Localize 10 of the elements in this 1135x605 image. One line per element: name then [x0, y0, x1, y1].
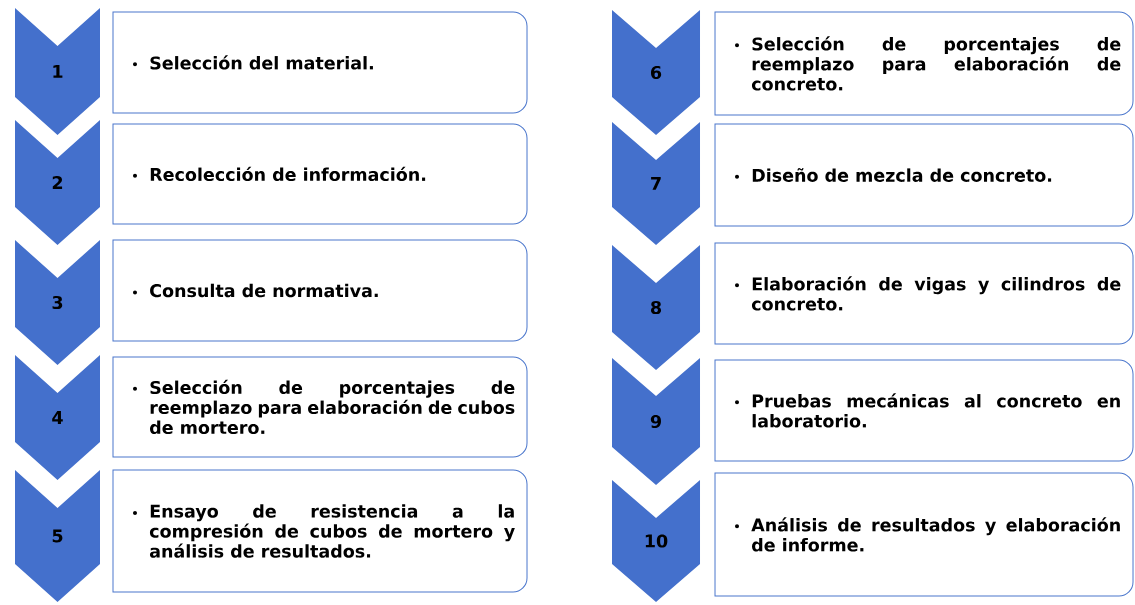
step-box: Selección de porcentajes de reemplazo para elaboración de concreto.: [714, 11, 1134, 116]
step-box: Selección del material.: [112, 11, 528, 114]
step-box: Selección de porcentajes de reemplazo para elaboración de cubos de mortero.: [112, 356, 528, 458]
step-box: Consulta de normativa.: [112, 239, 528, 342]
step-box: Ensayo de resistencia a la compresión de cubos de mortero y análisis de resultados.: [112, 469, 528, 593]
step-box: Elaboración de vigas y cilindros de concreto.: [714, 242, 1134, 345]
step-box: Recolección de información.: [112, 123, 528, 225]
step-box: Análisis de resultados y elaboración de informe.: [714, 472, 1134, 597]
step-box: Diseño de mezcla de concreto.: [714, 123, 1134, 227]
step-box: Pruebas mecánicas al concreto en laboratorio.: [714, 359, 1134, 462]
